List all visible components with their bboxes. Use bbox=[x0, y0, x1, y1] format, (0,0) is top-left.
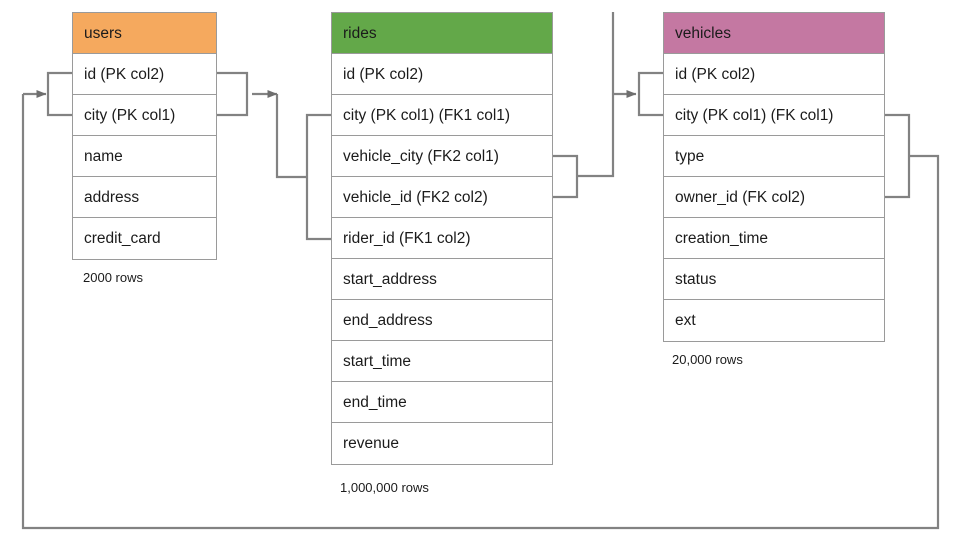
table-vehicles-title: vehicles bbox=[675, 25, 731, 42]
table-users-title: users bbox=[84, 25, 122, 42]
table-vehicles-column-status[interactable]: status bbox=[664, 259, 884, 300]
table-vehicles-column-creation-time[interactable]: creation_time bbox=[664, 218, 884, 259]
table-rides-column-vehicle-id[interactable]: vehicle_id (FK2 col2) bbox=[332, 177, 552, 218]
connector-rides-fk2-to-vehicles bbox=[553, 12, 615, 199]
table-vehicles-column-city[interactable]: city (PK col1) (FK col1) bbox=[664, 95, 884, 136]
table-rides-row-count: 1,000,000 rows bbox=[340, 480, 429, 495]
table-vehicles-row-count: 20,000 rows bbox=[672, 352, 743, 367]
table-vehicles-column-type[interactable]: type bbox=[664, 136, 884, 177]
table-vehicles-column-owner-id[interactable]: owner_id (FK col2) bbox=[664, 177, 884, 218]
table-rides-column-start-address[interactable]: start_address bbox=[332, 259, 552, 300]
table-rides-column-rider-id[interactable]: rider_id (FK1 col2) bbox=[332, 218, 552, 259]
table-users-header: users bbox=[73, 13, 216, 54]
table-rides-column-end-time[interactable]: end_time bbox=[332, 382, 552, 423]
table-rides-column-revenue[interactable]: revenue bbox=[332, 423, 552, 464]
table-rides[interactable]: rides id (PK col2) city (PK col1) (FK1 c… bbox=[331, 12, 553, 465]
table-rides-header: rides bbox=[332, 13, 552, 54]
table-vehicles-column-id[interactable]: id (PK col2) bbox=[664, 54, 884, 95]
table-users-column-credit-card[interactable]: credit_card bbox=[73, 218, 216, 259]
table-users-column-city[interactable]: city (PK col1) bbox=[73, 95, 216, 136]
table-rides-column-start-time[interactable]: start_time bbox=[332, 341, 552, 382]
table-rides-column-id[interactable]: id (PK col2) bbox=[332, 54, 552, 95]
table-rides-title: rides bbox=[343, 25, 377, 42]
table-rides-column-city[interactable]: city (PK col1) (FK1 col1) bbox=[332, 95, 552, 136]
connector-vehicles-left-bracket bbox=[613, 71, 663, 117]
connector-users-right-bracket bbox=[217, 71, 249, 117]
connector-rides-fk1-to-users bbox=[252, 90, 331, 241]
table-users-column-id[interactable]: id (PK col2) bbox=[73, 54, 216, 95]
table-rides-column-end-address[interactable]: end_address bbox=[332, 300, 552, 341]
table-users[interactable]: users id (PK col2) city (PK col1) name a… bbox=[72, 12, 217, 260]
connector-users-left-bracket bbox=[46, 71, 72, 117]
table-users-column-name[interactable]: name bbox=[73, 136, 216, 177]
table-vehicles-column-ext[interactable]: ext bbox=[664, 300, 884, 341]
table-rides-column-vehicle-city[interactable]: vehicle_city (FK2 col1) bbox=[332, 136, 552, 177]
table-users-column-address[interactable]: address bbox=[73, 177, 216, 218]
table-vehicles[interactable]: vehicles id (PK col2) city (PK col1) (FK… bbox=[663, 12, 885, 342]
table-users-row-count: 2000 rows bbox=[83, 270, 143, 285]
table-vehicles-header: vehicles bbox=[664, 13, 884, 54]
